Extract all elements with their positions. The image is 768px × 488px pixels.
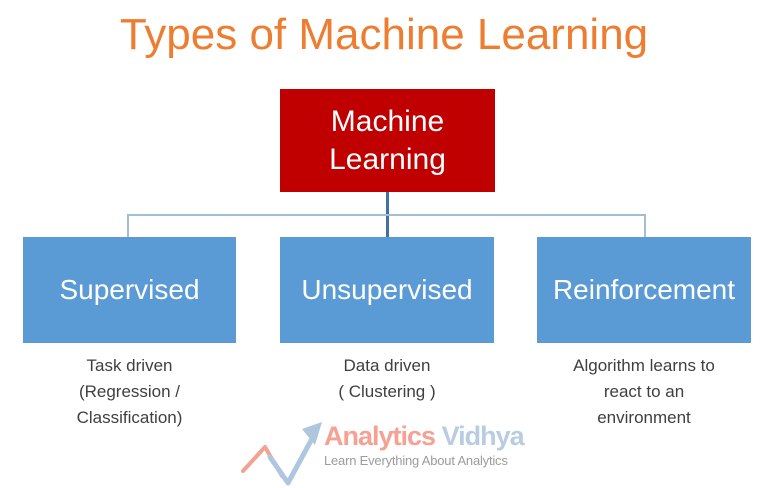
- branch-node-reinforcement: Reinforcement: [537, 237, 751, 343]
- connector-drop-right: [644, 216, 646, 237]
- branch-description-unsupervised: Data driven ( Clustering ): [338, 356, 436, 401]
- trend-zigzag-arrow-icon: [241, 422, 322, 486]
- brand-tagline: Learn Everything About Analytics: [324, 453, 508, 468]
- root-node-machine-learning: Machine Learning: [280, 89, 495, 192]
- brand-text-block: Analytics Vidhya Learn Everything About …: [324, 422, 544, 468]
- branch-description-supervised: Task driven (Regression / Classification…: [76, 356, 183, 427]
- branch-description-reinforcement: Algorithm learns to react to an environm…: [573, 356, 715, 427]
- diagram-title: Types of Machine Learning: [119, 10, 649, 59]
- branch-node-unsupervised: Unsupervised: [280, 237, 494, 343]
- connector-drop-left: [127, 216, 129, 237]
- brand-name-second: Vidhya: [441, 421, 525, 451]
- branch-node-supervised: Supervised: [23, 237, 236, 343]
- connector-horizontal: [127, 214, 646, 216]
- brand-name: Analytics Vidhya: [324, 422, 544, 450]
- brand-name-first: Analytics: [324, 421, 436, 451]
